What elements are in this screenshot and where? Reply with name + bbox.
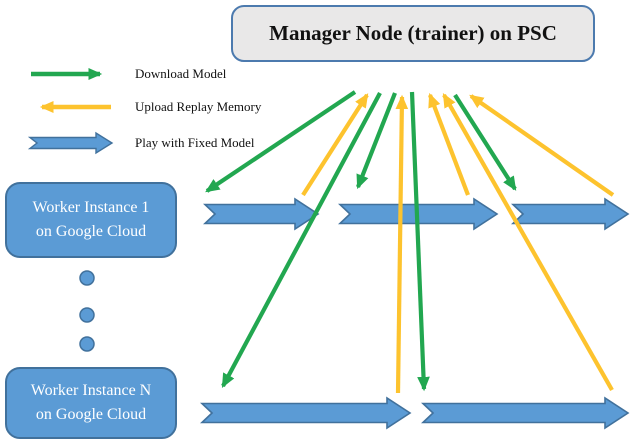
download-model-arrow <box>221 92 382 388</box>
worker-instance-1-label-line2: on Google Cloud <box>35 223 147 240</box>
play-block-arrow <box>202 197 320 231</box>
download-model-arrow <box>453 93 517 191</box>
legend-label-download-model: Download Model <box>135 66 227 81</box>
worker-instance-n-label-line2: on Google Cloud <box>35 406 147 423</box>
upload-replay-memory-arrow-icon <box>39 100 111 114</box>
play-block-arrow <box>420 396 630 430</box>
worker-instance-n-label-line1: Worker Instance N <box>30 382 152 399</box>
ellipsis-dot <box>79 336 95 352</box>
download-model-arrow <box>409 91 430 392</box>
legend-item-play-with-fixed-model: Play with Fixed Model <box>28 130 255 156</box>
legend-item-download-model: Download Model <box>28 61 226 87</box>
play-block-arrow <box>199 396 412 430</box>
legend-label-upload-replay-memory: Upload Replay Memory <box>135 99 262 114</box>
worker-instance-1-label-line1: Worker Instance 1 <box>32 199 150 216</box>
upload-replay-memory-arrow <box>395 94 409 394</box>
play-with-fixed-model-arrow-icon <box>28 131 114 155</box>
legend-item-upload-replay-memory: Upload Replay Memory <box>28 94 261 120</box>
manager-node-box: Manager Node (trainer) on PSC <box>231 5 595 62</box>
upload-replay-memory-arrow <box>428 92 470 196</box>
ellipsis-dot <box>79 307 95 323</box>
upload-replay-memory-arrow <box>301 93 369 197</box>
play-block-arrow <box>510 197 630 231</box>
download-model-arrow <box>205 90 357 193</box>
worker-instance-1-box: Worker Instance 1 on Google Cloud <box>5 182 177 258</box>
legend-label-play-with-fixed-model: Play with Fixed Model <box>135 135 255 150</box>
ellipsis-dot <box>79 270 95 286</box>
worker-instance-n-box: Worker Instance N on Google Cloud <box>5 367 177 439</box>
upload-replay-memory-arrow <box>442 93 614 392</box>
download-model-arrow-icon <box>31 67 103 81</box>
upload-replay-memory-arrow <box>469 94 615 197</box>
manager-node-label: Manager Node (trainer) on PSC <box>269 21 557 45</box>
download-model-arrow <box>356 92 397 190</box>
